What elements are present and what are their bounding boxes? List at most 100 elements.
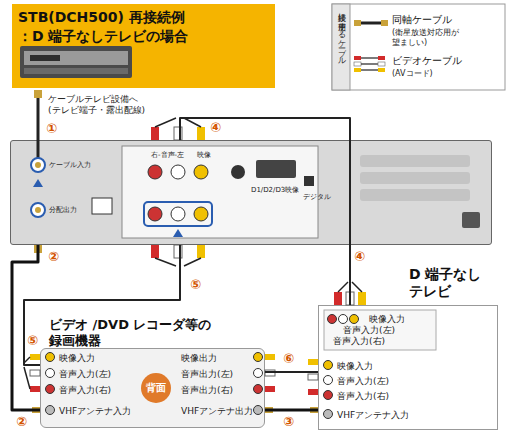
coax-plug — [354, 20, 361, 26]
node-text: 右-音声-左 — [151, 151, 184, 159]
node-text: 音声入力(左) — [337, 376, 389, 387]
coax-plug — [381, 20, 388, 26]
node-text: 音声入力(右) — [333, 336, 385, 347]
legend-text: ビデオケーブル — [392, 55, 462, 67]
av-wire — [338, 282, 348, 292]
av-plug — [30, 354, 40, 360]
callout-number: ⑤ — [27, 334, 38, 348]
coax-cable — [265, 409, 318, 412]
f-connector — [31, 203, 45, 217]
rca-jack — [254, 385, 263, 394]
f-connector — [31, 158, 45, 172]
optical-jack — [304, 176, 314, 186]
f-connector-pin — [35, 162, 41, 168]
stb-front — [24, 51, 128, 65]
callout-number: ④ — [210, 121, 221, 135]
coax-wire — [37, 96, 40, 160]
vent — [360, 155, 470, 167]
node-text: 映像入力 — [337, 361, 373, 372]
legend-note: (AVコード) — [392, 69, 433, 79]
rca-jack — [46, 369, 55, 378]
node-text: 映像入力 — [59, 353, 95, 364]
av-plug — [378, 56, 385, 60]
av-wire — [352, 282, 362, 292]
rca-jack — [328, 315, 337, 324]
node-text: 映像入力 — [369, 314, 405, 325]
av-plug — [197, 245, 205, 258]
f-connector-pin — [35, 207, 41, 213]
node-text: 映像出力 — [181, 353, 217, 364]
node-text: 分配出力 — [49, 206, 77, 214]
node-text: 映像 — [197, 151, 211, 159]
rca-jack — [148, 207, 162, 221]
av-plug — [334, 292, 342, 305]
node-text: 音声出力(左) — [181, 369, 233, 380]
rca-jack — [46, 385, 55, 394]
stb-display — [30, 55, 60, 61]
av-plug — [151, 127, 159, 140]
av-wire — [184, 258, 201, 266]
node-text: 音声入力(左) — [343, 325, 395, 336]
rca-jack — [46, 353, 55, 362]
av-sample — [361, 63, 378, 64]
jack-panel — [122, 146, 318, 238]
rca-jack — [324, 361, 333, 370]
legend-note: (衛星放送対応用が 望ましい) — [392, 28, 492, 47]
node-text: 音声入力(右) — [59, 385, 111, 396]
av-plug — [265, 354, 275, 360]
av-wire — [155, 118, 176, 127]
legend-frame — [332, 4, 505, 90]
av-plug — [30, 386, 40, 392]
rca-jack — [171, 207, 185, 221]
pointer-triangle — [173, 229, 183, 237]
vent — [360, 189, 470, 201]
callout-number: ② — [16, 415, 27, 429]
callout-number: ① — [46, 122, 57, 136]
antenna-jack — [254, 406, 263, 415]
rca-jack — [194, 165, 208, 179]
node-heading: D 端子なし テレビ — [409, 266, 494, 300]
av-plug — [308, 374, 318, 380]
av-plug — [197, 127, 205, 140]
pointer-triangle — [33, 179, 43, 187]
tv-front-panel — [324, 310, 436, 350]
av-sample — [361, 69, 378, 70]
s-video-jack — [231, 165, 245, 179]
node-heading: STB(DCH500) 再接続例 — [18, 9, 268, 26]
coax-cable — [12, 245, 40, 410]
recorder-panel: ビデオ /DVD レコーダ等の 録画機器映像入力音声入力(左)音声入力(右)VH… — [40, 348, 265, 428]
node-text: 音声出力(右) — [181, 385, 233, 396]
av-wire — [24, 367, 30, 389]
av-plug — [308, 359, 318, 365]
av-plug — [358, 292, 366, 305]
av-cable — [180, 118, 350, 305]
stb-photo — [20, 46, 132, 78]
av-cable — [24, 245, 180, 365]
rca-jack — [350, 315, 359, 324]
rca-jack — [171, 165, 185, 179]
coax-sample — [360, 22, 382, 25]
callout-number: ⑥ — [283, 352, 294, 366]
node-text: ：D 端子なしテレビの場合 — [18, 28, 268, 45]
node-text: D1/D2/D3映像 — [251, 186, 299, 194]
node-text: デジタル — [303, 193, 331, 201]
note-text: ケーブルテレビ設備へ (テレビ端子・露出配線) — [48, 94, 188, 116]
lan-jack — [92, 198, 112, 214]
av-plug — [378, 68, 385, 72]
legend-band — [332, 4, 350, 90]
rca-jack — [148, 165, 162, 179]
node-text: 音声入力(左) — [59, 369, 111, 380]
rca-jack — [194, 207, 208, 221]
callout-number: ② — [48, 250, 59, 264]
rca-jack — [254, 353, 263, 362]
av-plug — [354, 62, 361, 66]
av-plug — [308, 389, 318, 395]
callout-number: ⑤ — [190, 278, 201, 292]
legend-heading: 接続に使用するケーブル — [334, 8, 348, 61]
av-plug — [151, 245, 159, 258]
av-plug — [30, 370, 40, 376]
av-cable — [265, 371, 318, 373]
av-wire — [155, 258, 176, 266]
av-plug — [378, 62, 385, 66]
